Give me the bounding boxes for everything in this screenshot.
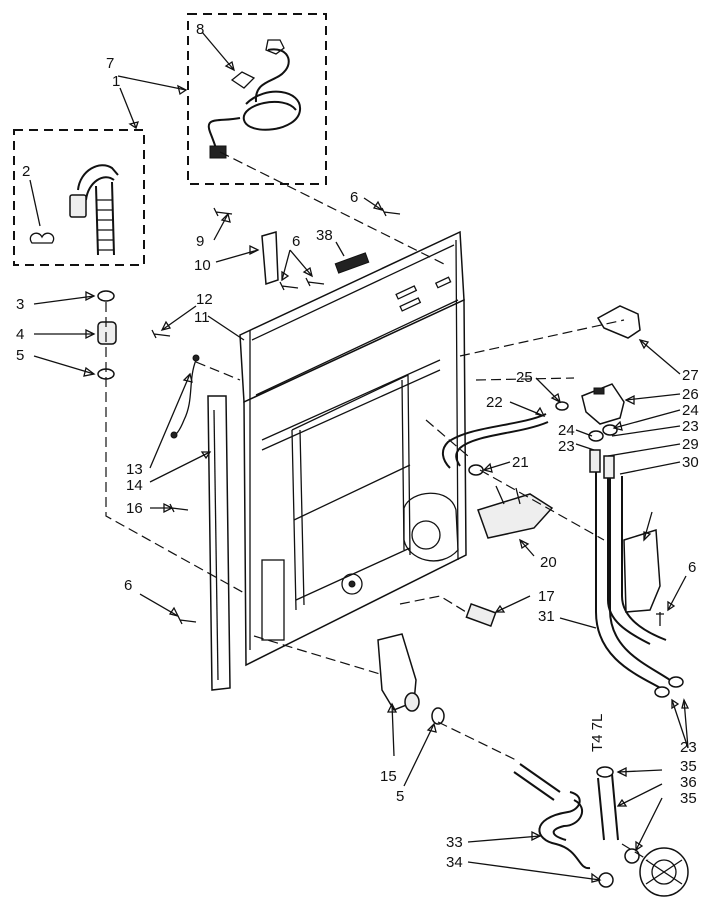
inlet-hoses: [589, 449, 684, 698]
callout-25: 25: [516, 369, 533, 386]
power-cord: [207, 39, 302, 159]
callout-6: 6: [124, 577, 132, 594]
callout-10: 10: [194, 257, 211, 274]
callout-33: 33: [446, 834, 463, 851]
callout-24: 24: [558, 422, 575, 439]
callout-5: 5: [16, 347, 24, 364]
hose-bracket: [477, 493, 554, 539]
callout-16: 16: [126, 500, 143, 517]
callout-4: 4: [16, 326, 24, 343]
hose-clamp-upper: [97, 290, 115, 302]
callout-30: 30: [682, 454, 699, 471]
routing-lines: [105, 151, 649, 861]
valve-bracket: [596, 305, 641, 339]
callout-23: 23: [682, 418, 699, 435]
bracket: [261, 231, 279, 286]
leader-lines: [29, 31, 690, 883]
callout-15: 15: [380, 768, 397, 785]
callout-31: 31: [538, 608, 555, 625]
callout-14: 14: [126, 477, 143, 494]
part-mark: T4 7L: [589, 714, 606, 752]
callout-1: 1: [112, 73, 120, 90]
callout-6: 6: [688, 559, 696, 576]
callout-3: 3: [16, 296, 24, 313]
water-valve: [581, 383, 625, 442]
callout-36: 36: [680, 774, 697, 791]
callout-8: 8: [196, 21, 204, 38]
connector: [465, 603, 497, 627]
callout-26: 26: [682, 386, 699, 403]
callout-12: 12: [196, 291, 213, 308]
coupler: [97, 321, 117, 345]
callout-6: 6: [292, 233, 300, 250]
callout-7: 7: [106, 55, 114, 72]
callout-35: 35: [680, 758, 697, 775]
callout-2: 2: [22, 163, 30, 180]
callout-38: 38: [316, 227, 333, 244]
callout-34: 34: [446, 854, 463, 871]
callout-13: 13: [126, 461, 143, 478]
drain-pipe: [513, 763, 640, 888]
label-plate: [334, 252, 370, 274]
callout-11: 11: [194, 309, 210, 326]
drain-hose-kit-box: [13, 129, 145, 266]
callout-20: 20: [540, 554, 557, 571]
callout-21: 21: [512, 454, 529, 471]
callout-9: 9: [196, 233, 204, 250]
callout-22: 22: [486, 394, 503, 411]
callout-35: 35: [680, 790, 697, 807]
side-strip: [207, 395, 231, 691]
fill-hose: [442, 413, 547, 469]
callout-27: 27: [682, 367, 699, 384]
hose-clip: [29, 232, 55, 244]
callout-6: 6: [350, 189, 358, 206]
clamp: [431, 707, 445, 725]
callout-24: 24: [682, 402, 699, 419]
callout-23: 23: [680, 739, 697, 756]
hose-support-bracket: [623, 529, 661, 613]
ground-wire: [171, 359, 197, 437]
callout-23: 23: [558, 438, 575, 455]
callout-29: 29: [682, 436, 699, 453]
rear-panel: [239, 230, 467, 667]
drain-hose: [69, 164, 119, 256]
pump-body: [639, 847, 689, 897]
callout-17: 17: [538, 588, 555, 605]
callout-5: 5: [396, 788, 404, 805]
power-cord-kit-box: [187, 13, 327, 185]
